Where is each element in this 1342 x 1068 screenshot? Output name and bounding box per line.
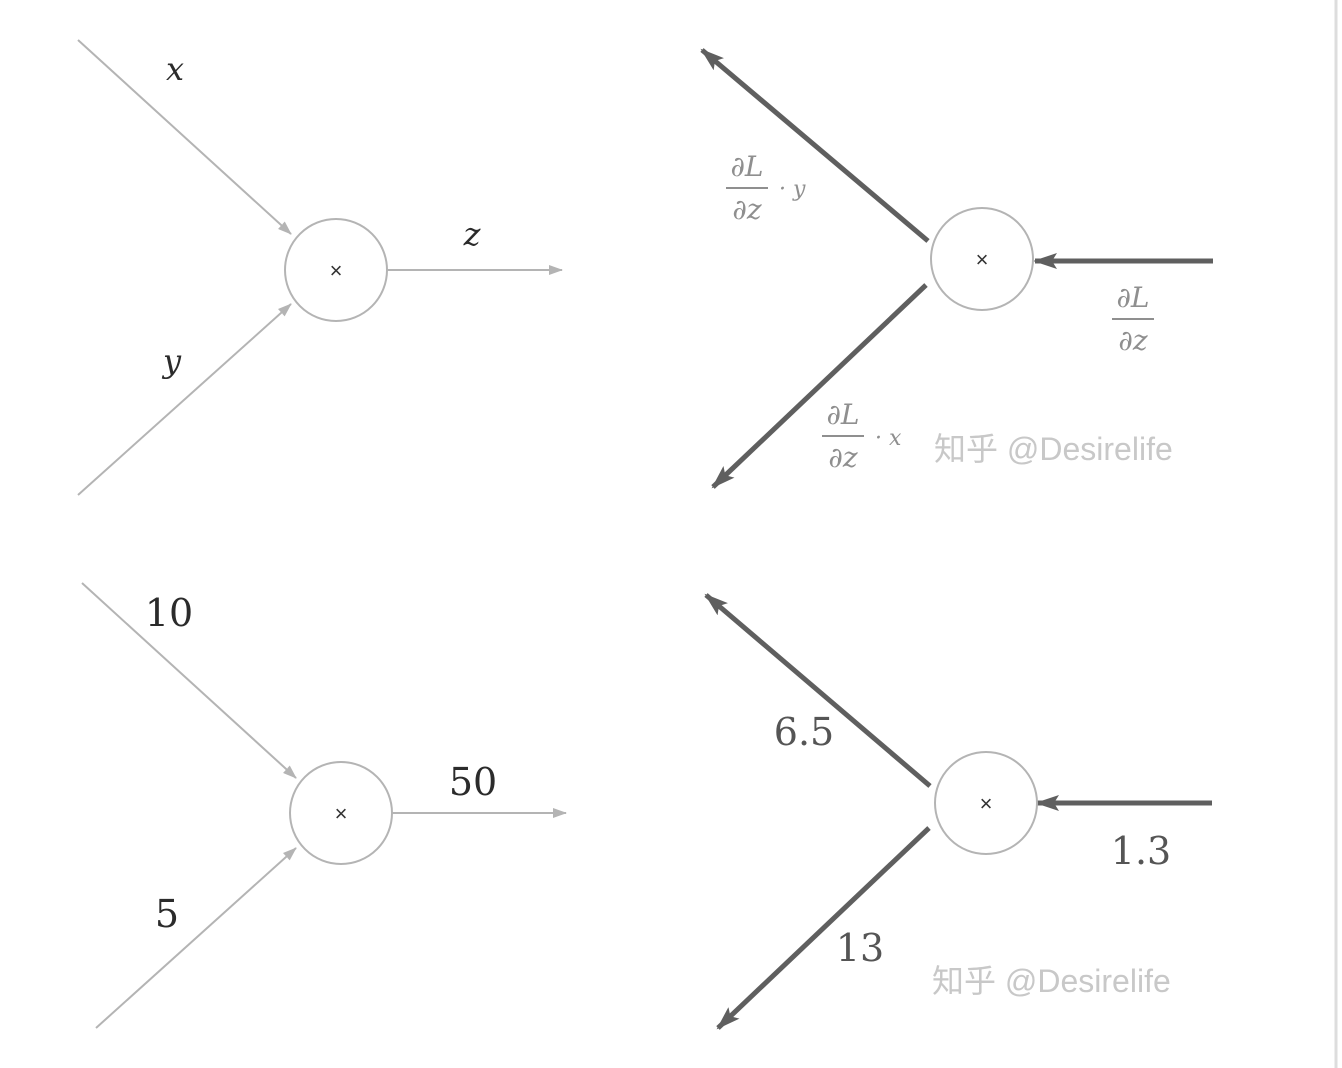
upstream-grad-numerator: ∂L <box>1116 281 1149 314</box>
upstream-value: 1.3 <box>1111 829 1171 873</box>
input-top-value: 10 <box>145 591 193 635</box>
grad-x-numerator: ∂L <box>730 150 763 183</box>
grad-top-edge <box>704 593 932 788</box>
multiply-node <box>934 751 1038 855</box>
grad-y-numerator: ∂L <box>826 398 859 431</box>
multiply-node <box>930 207 1034 311</box>
multiply-operator: × <box>976 247 989 272</box>
watermark: 知乎 @Desirelife <box>932 963 1171 999</box>
input-5-edge <box>95 847 297 1029</box>
grad-y-denominator: ∂z <box>828 441 857 474</box>
grad-bottom-edge <box>716 826 931 1030</box>
grad-x-edge <box>700 48 930 243</box>
watermark: 知乎 @Desirelife <box>934 431 1173 467</box>
forward-numeric-panel: × 10 5 50 <box>81 582 567 1029</box>
multiply-operator: × <box>980 791 993 816</box>
input-bottom-value: 5 <box>155 892 179 936</box>
input-10-edge <box>81 582 297 779</box>
output-value: 50 <box>449 760 497 804</box>
grad-x-denominator: ∂z <box>732 193 761 226</box>
output-z-label: z <box>463 215 482 253</box>
grad-y-multiplier: · x <box>875 426 902 451</box>
backward-numeric-panel: × 1.3 6.5 13 知乎 @Desirelife <box>704 593 1212 1030</box>
input-y-label: y <box>161 342 182 380</box>
input-x-edge <box>77 39 292 235</box>
input-y-edge <box>77 303 292 496</box>
input-x-label: x <box>166 50 184 88</box>
multiply-operator: × <box>335 801 348 826</box>
grad-y-edge <box>711 283 928 489</box>
forward-symbolic-panel: × x y z <box>77 39 563 496</box>
multiply-operator: × <box>330 258 343 283</box>
grad-x-multiplier: · y <box>779 177 806 202</box>
grad-bottom-value: 13 <box>836 926 884 970</box>
backward-symbolic-panel: × ∂L ∂z ∂L ∂z · y ∂L ∂z · x 知乎 @Desireli… <box>700 48 1213 489</box>
grad-top-value: 6.5 <box>774 710 834 754</box>
upstream-grad-denominator: ∂z <box>1118 324 1147 357</box>
